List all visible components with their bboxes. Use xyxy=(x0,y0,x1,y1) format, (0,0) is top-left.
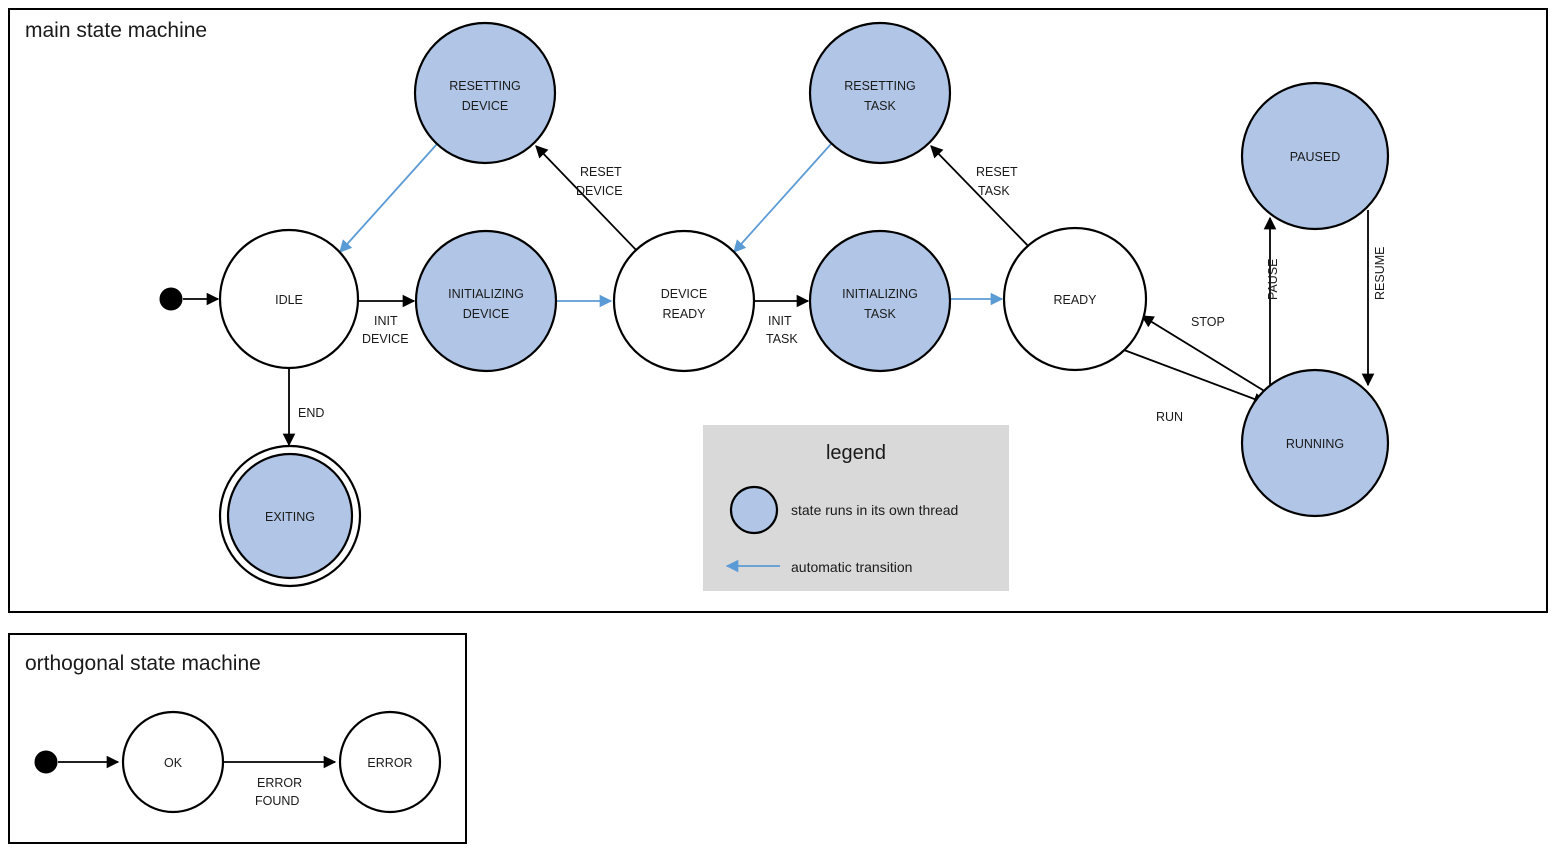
state-ready-label: READY xyxy=(1053,293,1097,307)
state-resetting-device-circle[interactable] xyxy=(413,21,557,165)
state-ok-label: OK xyxy=(164,756,183,770)
transition-label-reset-task-line2: TASK xyxy=(978,184,1010,198)
orthogonal-frame-border xyxy=(8,633,467,844)
legend-item-automatic-transition-text: automatic transition xyxy=(791,559,912,575)
state-initializing-task-label-line2: TASK xyxy=(864,307,896,321)
state-ok-circle[interactable] xyxy=(121,710,225,814)
transition-ready-to-running[interactable] xyxy=(1123,349,1267,405)
state-ready[interactable]: READY xyxy=(1002,226,1148,372)
state-device-ready-circle[interactable] xyxy=(612,229,756,373)
transition-label-end: END xyxy=(298,406,324,420)
main-frame-title: main state machine xyxy=(25,19,207,42)
transition-label-reset-device-line1: RESET xyxy=(580,165,622,179)
initial-state-marker xyxy=(159,287,183,311)
state-error-circle[interactable] xyxy=(338,710,442,814)
state-initializing-task-label-line1: INITIALIZING xyxy=(842,287,918,301)
main-transitions: INIT DEVICE END RESET DEVICE INIT TASK xyxy=(183,143,1387,447)
state-idle-circle[interactable] xyxy=(218,228,360,370)
state-initializing-device-label-line1: INITIALIZING xyxy=(448,287,524,301)
state-resetting-task[interactable]: RESETTING TASK xyxy=(808,21,952,165)
transition-label-reset-device-line2: DEVICE xyxy=(576,184,623,198)
state-initializing-task-circle[interactable] xyxy=(808,229,952,373)
state-ready-circle[interactable] xyxy=(1002,226,1148,372)
state-initializing-device-circle[interactable] xyxy=(414,229,558,373)
transition-device-ready-to-resetting-device[interactable] xyxy=(535,145,640,254)
legend: legend state runs in its own thread auto… xyxy=(703,425,1009,591)
legend-title: legend xyxy=(826,442,886,464)
transition-label-init-device-line1: INIT xyxy=(374,314,398,328)
state-resetting-device-label-line2: DEVICE xyxy=(462,99,509,113)
state-paused[interactable]: PAUSED xyxy=(1240,81,1390,231)
transition-label-init-device-line2: DEVICE xyxy=(362,332,409,346)
state-error-label: ERROR xyxy=(367,756,412,770)
state-exiting[interactable]: EXITING xyxy=(218,444,362,588)
orthogonal-initial-state-marker xyxy=(34,750,58,774)
state-ok[interactable]: OK xyxy=(121,710,225,814)
state-initializing-task[interactable]: INITIALIZING TASK xyxy=(808,229,952,373)
main-frame-border xyxy=(8,8,1548,613)
legend-item-thread-state-text: state runs in its own thread xyxy=(791,502,958,518)
state-resetting-device[interactable]: RESETTING DEVICE xyxy=(413,21,557,165)
transition-label-stop: STOP xyxy=(1191,315,1225,329)
state-initializing-device-label-line2: DEVICE xyxy=(463,307,510,321)
legend-thread-state-icon xyxy=(729,485,779,535)
state-initializing-device[interactable]: INITIALIZING DEVICE xyxy=(414,229,558,373)
state-exiting-label: EXITING xyxy=(265,510,315,524)
state-running-label: RUNNING xyxy=(1286,437,1344,451)
transition-label-error-found-line1: ERROR xyxy=(257,776,302,790)
state-device-ready-label-line1: DEVICE xyxy=(661,287,708,301)
state-exiting-circle[interactable] xyxy=(226,452,354,580)
state-resetting-task-label-line1: RESETTING xyxy=(844,79,916,93)
main-states: IDLE RESETTING DEVICE INITIALIZING DEVIC… xyxy=(159,21,1390,588)
state-paused-label: PAUSED xyxy=(1290,150,1340,164)
main-state-machine-frame: main state machine xyxy=(8,8,1548,613)
state-idle-label: IDLE xyxy=(275,293,303,307)
state-device-ready[interactable]: DEVICE READY xyxy=(612,229,756,373)
transition-resetting-device-to-idle[interactable] xyxy=(339,143,438,253)
state-resetting-task-circle[interactable] xyxy=(808,21,952,165)
state-idle[interactable]: IDLE xyxy=(218,228,360,370)
transition-label-init-task-line2: TASK xyxy=(766,332,798,346)
transition-label-reset-task-line1: RESET xyxy=(976,165,1018,179)
state-paused-circle[interactable] xyxy=(1240,81,1390,231)
transition-label-error-found-line2: FOUND xyxy=(255,794,299,808)
orthogonal-frame-title: orthogonal state machine xyxy=(25,652,261,675)
transition-label-run: RUN xyxy=(1156,410,1183,424)
transition-ready-to-resetting-task[interactable] xyxy=(930,145,1035,253)
orthogonal-state-machine-frame: orthogonal state machine ERROR FOUND OK … xyxy=(8,633,467,844)
state-running-circle[interactable] xyxy=(1240,368,1390,518)
state-error[interactable]: ERROR xyxy=(338,710,442,814)
transition-label-resume: RESUME xyxy=(1373,247,1387,300)
state-resetting-device-label-line1: RESETTING xyxy=(449,79,521,93)
transition-resetting-task-to-device-ready[interactable] xyxy=(733,143,832,253)
transition-label-pause: PAUSE xyxy=(1266,259,1280,300)
state-device-ready-label-line2: READY xyxy=(662,307,706,321)
transition-label-init-task-line1: INIT xyxy=(768,314,792,328)
state-resetting-task-label-line2: TASK xyxy=(864,99,896,113)
transition-running-to-ready[interactable] xyxy=(1140,315,1267,393)
state-running[interactable]: RUNNING xyxy=(1240,368,1390,518)
